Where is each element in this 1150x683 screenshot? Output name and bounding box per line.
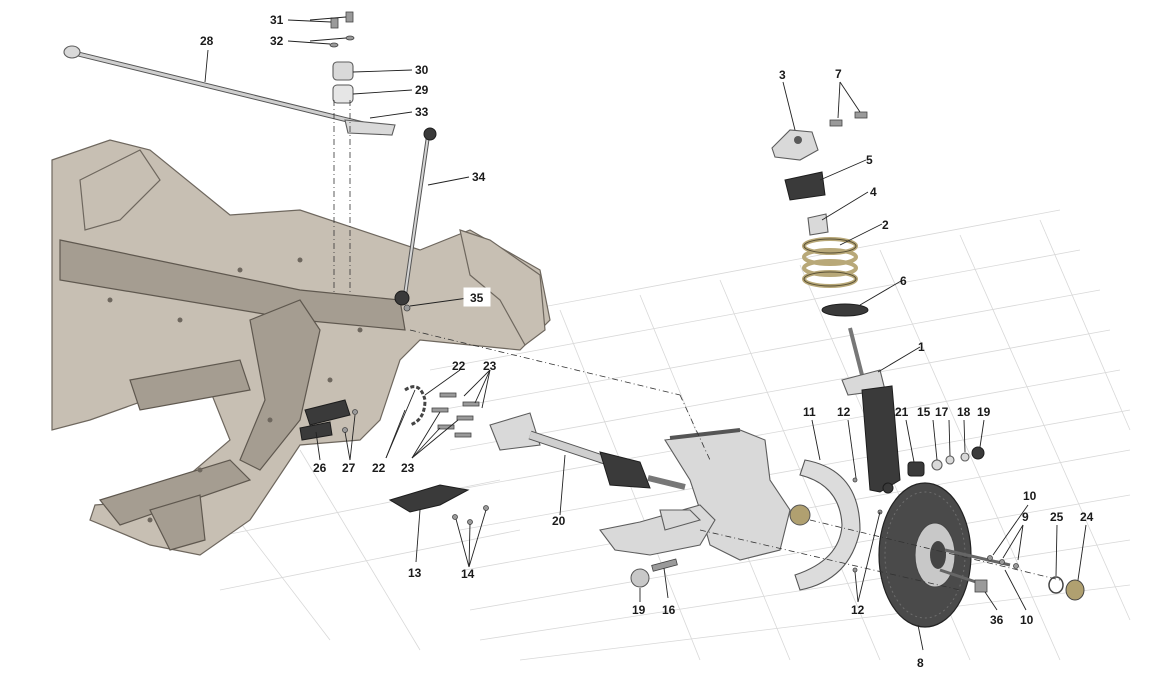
callout-34: 34 [472, 170, 486, 184]
coil-spring [802, 237, 858, 288]
callout-26: 26 [313, 461, 327, 475]
callout-1: 1 [918, 340, 925, 354]
callout-12-bottom: 12 [851, 603, 865, 617]
callout-35-box [463, 287, 491, 307]
brake-shield [794, 459, 883, 591]
callout-35: 35 [470, 291, 484, 305]
shock-absorber-assembly [771, 111, 901, 494]
brake-disc [878, 482, 1085, 628]
callout-28: 28 [200, 34, 214, 48]
callout-31: 31 [270, 13, 284, 27]
leader-lines [204, 16, 1087, 651]
chassis-frame [51, 139, 551, 556]
callout-36: 36 [990, 613, 1004, 627]
anti-roll-bar-mounts [329, 11, 355, 295]
callout-3: 3 [779, 68, 786, 82]
callout-10-bottom: 10 [1020, 613, 1034, 627]
drop-link [394, 127, 437, 312]
callout-20: 20 [552, 514, 566, 528]
callout-10-top: 10 [1023, 489, 1037, 503]
callout-19-right: 19 [977, 405, 991, 419]
callout-19-left: 19 [632, 603, 646, 617]
callout-23-bottom: 23 [401, 461, 415, 475]
guard-plate [388, 484, 489, 525]
brackets [299, 399, 358, 441]
ring-and-bolts [404, 385, 480, 438]
hub-carrier [599, 428, 811, 588]
assembly-axes [409, 329, 1061, 591]
callout-8: 8 [917, 656, 924, 670]
callout-24: 24 [1080, 510, 1094, 524]
callout-27: 27 [342, 461, 356, 475]
callout-21: 21 [895, 405, 909, 419]
callout-18: 18 [957, 405, 971, 419]
callout-25: 25 [1050, 510, 1064, 524]
callout-4: 4 [870, 185, 877, 199]
callout-9: 9 [1022, 510, 1029, 524]
callout-17: 17 [935, 405, 949, 419]
callout-30: 30 [415, 63, 429, 77]
callout-29: 29 [415, 83, 429, 97]
callout-32: 32 [270, 34, 284, 48]
callout-22-bottom: 22 [372, 461, 386, 475]
anti-roll-bar [63, 45, 396, 136]
callout-labels: 1 2 3 4 5 6 7 8 9 10 10 11 12 12 13 14 1… [200, 13, 1094, 670]
callout-12-top: 12 [837, 405, 851, 419]
callout-5: 5 [866, 153, 873, 167]
callout-33: 33 [415, 105, 429, 119]
callout-15: 15 [917, 405, 931, 419]
callout-6: 6 [900, 274, 907, 288]
bushing-set [907, 446, 985, 477]
callout-23-top: 23 [483, 359, 497, 373]
callout-16: 16 [662, 603, 676, 617]
callout-22-top: 22 [452, 359, 466, 373]
drive-shaft [489, 412, 686, 490]
callout-11: 11 [803, 405, 816, 419]
callout-7: 7 [835, 67, 842, 81]
callout-2: 2 [882, 218, 889, 232]
callout-14: 14 [461, 567, 475, 581]
callout-13: 13 [408, 566, 422, 580]
